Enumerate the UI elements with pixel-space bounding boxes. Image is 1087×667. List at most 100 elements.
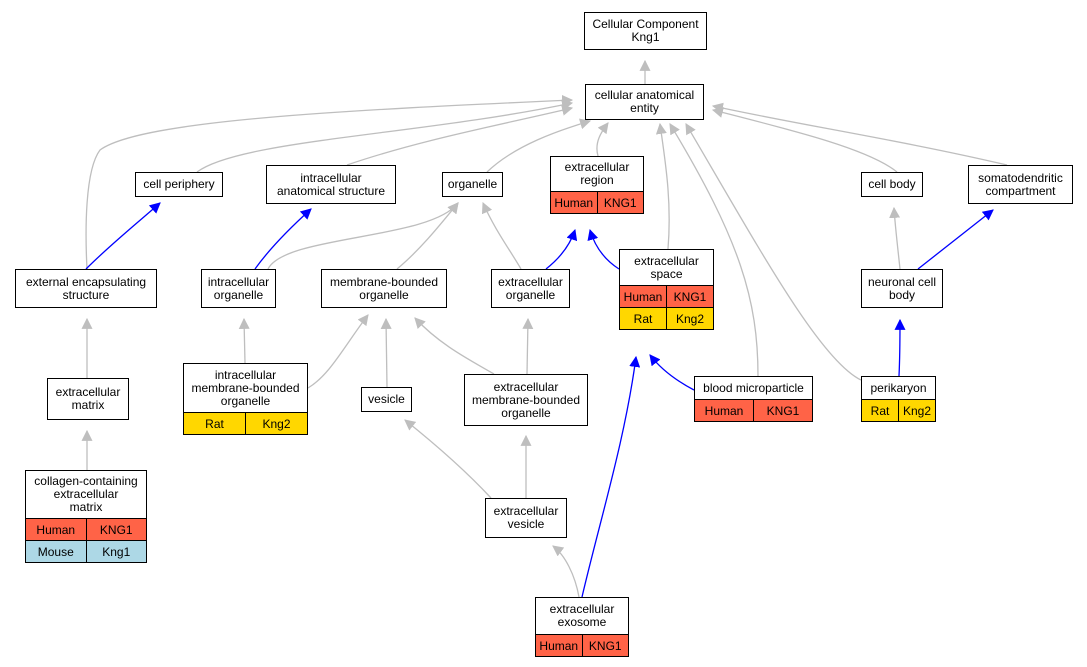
edge-ecs-to-cae: [655, 122, 670, 250]
species-label: Human: [704, 403, 744, 418]
species-label: Rat: [633, 311, 653, 326]
edge-ees-to-cae: [85, 94, 574, 270]
edge-bmp-to-cae: [669, 123, 759, 377]
node-label: cell body: [868, 177, 916, 191]
node-ees[interactable]: external encapsulating structure: [15, 269, 157, 308]
node-ecm[interactable]: extracellular matrix: [47, 378, 129, 420]
annotation-row-rat: Rat Kng2: [184, 412, 307, 434]
gene-label: Kng2: [898, 400, 935, 421]
species-label: Human: [539, 638, 579, 653]
edge-vesicle-to-mbo: [380, 317, 392, 388]
node-label: extracellular space: [634, 253, 699, 281]
edge-ncb-to-cell_body: [889, 206, 901, 270]
node-label: external encapsulating structure: [25, 274, 147, 302]
species-label: Rat: [205, 416, 224, 431]
node-label: blood microparticle: [703, 380, 804, 395]
gene-label: Kng1: [85, 541, 147, 562]
edge-eco-to-ecr: [545, 228, 578, 270]
gene-label: KNG1: [753, 400, 812, 421]
edge-io-to-ias: [254, 208, 312, 270]
node-label: intracellular membrane-bounded organelle: [191, 367, 300, 408]
species-label: Human: [554, 195, 594, 210]
node-label: intracellular organelle: [207, 274, 270, 302]
gene-label: KNG1: [581, 635, 629, 656]
node-label: Cellular Component Kng1: [592, 17, 699, 44]
edge-ias-to-cae: [346, 104, 574, 166]
edge-perikaryon-to-cae: [685, 123, 862, 381]
edge-eco-to-organelle: [481, 201, 522, 270]
node-vesicle[interactable]: vesicle: [361, 387, 412, 412]
node-imbo[interactable]: intracellular membrane-bounded organelle…: [183, 363, 308, 435]
node-label: cellular anatomical entity: [594, 88, 695, 115]
node-ias[interactable]: intracellular anatomical structure: [266, 165, 396, 204]
edge-mbo-to-organelle: [396, 202, 459, 270]
node-label: extracellular membrane-bounded organelle: [471, 379, 581, 420]
gene-label: KNG1: [85, 519, 147, 540]
node-label: extracellular organelle: [498, 274, 563, 302]
edge-ecv-to-vesicle: [404, 419, 492, 499]
species-label: Rat: [870, 403, 890, 418]
species-label: Human: [623, 289, 663, 304]
edge-cell_periphery-to-cae: [196, 99, 574, 173]
annotation-row-human: Human KNG1: [26, 518, 146, 540]
edge-io-to-organelle: [267, 202, 459, 270]
gene-label: Kng2: [245, 413, 307, 434]
edge-ecr-to-cae: [596, 122, 609, 157]
node-ccecm[interactable]: collagen-containing extracellular matrix…: [25, 470, 147, 563]
gene-label: KNG1: [596, 192, 644, 213]
gene-label: Kng2: [666, 308, 713, 329]
species-label: Human: [36, 522, 76, 537]
node-label: membrane-bounded organelle: [329, 274, 439, 302]
edge-embo-to-mbo: [414, 317, 495, 375]
edge-perikaryon-to-ncb: [894, 318, 906, 377]
node-eco[interactable]: extracellular organelle: [491, 269, 570, 308]
node-cell_periphery[interactable]: cell periphery: [135, 172, 223, 197]
edge-bmp-to-ecs: [649, 354, 695, 391]
node-label: cell periphery: [143, 177, 215, 191]
edge-somato-to-cae: [711, 102, 1008, 166]
node-io[interactable]: intracellular organelle: [201, 269, 276, 308]
node-organelle[interactable]: organelle: [442, 172, 503, 197]
node-label: extracellular exosome: [549, 602, 615, 629]
annotation-row-rat: Rat Kng2: [862, 399, 935, 421]
edge-exosome-to-ecv: [552, 545, 580, 598]
node-cell_body[interactable]: cell body: [861, 172, 923, 197]
annotation-row-human: Human KNG1: [695, 399, 812, 421]
node-ecv[interactable]: extracellular vesicle: [485, 498, 567, 538]
node-cc_kng1[interactable]: Cellular Component Kng1: [584, 12, 707, 50]
node-label: vesicle: [368, 392, 405, 406]
gene-label: KNG1: [666, 286, 713, 307]
node-label: perikaryon: [870, 380, 927, 395]
node-label: extracellular vesicle: [493, 504, 559, 531]
annotation-row-rat: Rat Kng2: [620, 307, 713, 329]
node-somato[interactable]: somatodendritic compartment: [968, 165, 1073, 204]
edge-ncb-to-somato: [917, 209, 994, 270]
node-label: extracellular matrix: [55, 385, 121, 412]
edge-embo-to-eco: [522, 317, 534, 375]
species-label: Mouse: [37, 544, 74, 559]
node-label: collagen-containing extracellular matrix: [34, 474, 138, 514]
edge-exosome-to-ecs: [581, 355, 641, 598]
node-label: organelle: [447, 177, 498, 191]
node-label: intracellular anatomical structure: [276, 170, 386, 198]
node-label: somatodendritic compartment: [978, 170, 1063, 198]
edge-imbo-to-io: [238, 317, 250, 364]
edge-cell_body-to-cae: [711, 107, 898, 173]
annotation-row-mouse: Mouse Kng1: [26, 540, 146, 562]
node-embo[interactable]: extracellular membrane-bounded organelle: [464, 374, 588, 426]
node-ncb[interactable]: neuronal cell body: [861, 269, 943, 308]
node-cae[interactable]: cellular anatomical entity: [585, 84, 704, 120]
edge-ees-to-cell_periphery: [85, 202, 161, 270]
node-label: extracellular region: [564, 160, 630, 187]
node-mbo[interactable]: membrane-bounded organelle: [321, 269, 447, 308]
node-label: neuronal cell body: [867, 274, 937, 302]
